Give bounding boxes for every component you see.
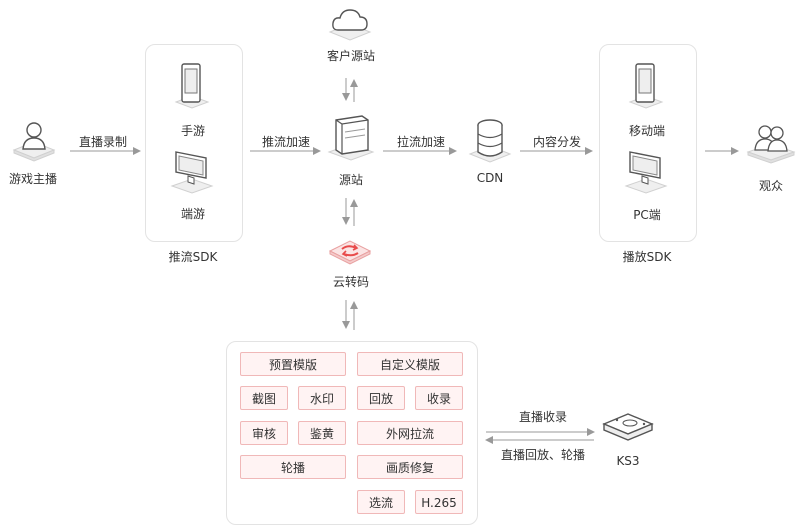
cdn-database-icon — [468, 119, 512, 163]
mobile-game-label: 手游 — [180, 124, 205, 138]
feature-review[interactable]: 审核 — [240, 421, 288, 445]
edge-live-record: 直播录制 — [78, 135, 127, 149]
feature-record[interactable]: 收录 — [415, 386, 463, 410]
feature-carousel[interactable]: 轮播 — [240, 455, 346, 479]
mobile-game-icon — [174, 63, 210, 109]
cdn-label: CDN — [476, 171, 504, 185]
pc-game-icon — [170, 151, 214, 194]
feature-stream-select[interactable]: 选流 — [357, 490, 405, 514]
ks3-label: KS3 — [616, 454, 640, 468]
cloud-source-label: 客户源站 — [326, 49, 375, 63]
feature-h265[interactable]: H.265 — [415, 490, 463, 514]
feature-playback[interactable]: 回放 — [357, 386, 405, 410]
push-sdk-label: 推流SDK — [168, 250, 218, 264]
origin-label: 源站 — [338, 173, 363, 187]
cloud-source-icon — [328, 9, 372, 41]
streamer-icon — [12, 122, 56, 162]
edge-replay-rebroadcast: 直播回放、轮播 — [500, 448, 585, 462]
edge-content-dist: 内容分发 — [532, 135, 581, 149]
edge-live-record-store: 直播收录 — [518, 410, 567, 424]
mobile-client-label: 移动端 — [628, 124, 665, 138]
feature-quality-repair[interactable]: 画质修复 — [357, 455, 463, 479]
ks3-storage-icon — [602, 413, 654, 441]
mobile-client-icon — [628, 63, 664, 109]
feature-preset-template[interactable]: 预置模版 — [240, 352, 346, 376]
pc-client-icon — [624, 151, 668, 194]
pc-client-label: PC端 — [633, 208, 661, 222]
streamer-label: 游戏主播 — [8, 172, 57, 186]
audience-label: 观众 — [758, 179, 783, 193]
origin-server-icon — [327, 115, 375, 161]
feature-watermark[interactable]: 水印 — [298, 386, 346, 410]
edge-push-accel: 推流加速 — [261, 135, 310, 149]
pc-game-label: 端游 — [180, 207, 205, 221]
feature-porn-detect[interactable]: 鉴黄 — [298, 421, 346, 445]
cloud-transcode-icon — [328, 240, 372, 265]
feature-screenshot[interactable]: 截图 — [240, 386, 288, 410]
player-sdk-label: 播放SDK — [622, 250, 672, 264]
cloud-transcode-label: 云转码 — [332, 275, 369, 289]
feature-external-pull[interactable]: 外网拉流 — [357, 421, 463, 445]
edge-pull-accel: 拉流加速 — [396, 135, 445, 149]
audience-icon — [746, 125, 796, 164]
feature-custom-template[interactable]: 自定义模版 — [357, 352, 463, 376]
